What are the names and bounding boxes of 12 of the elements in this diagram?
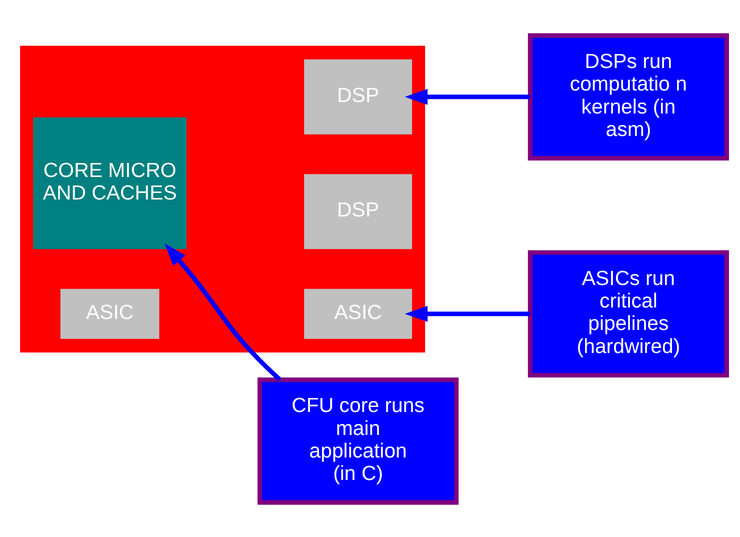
arrow (164, 242, 282, 381)
node-box: CORE MICRO AND CACHES (33, 116, 187, 249)
node-box: DSP (304, 174, 412, 249)
arrow (404, 305, 530, 322)
cluster (20, 45, 426, 352)
node-box: CFU core runs main application (in C) (258, 377, 459, 504)
arrow (404, 88, 530, 104)
node-box: ASIC (304, 288, 412, 338)
node-box: ASICs run critical pipelines (hardwired) (528, 250, 729, 377)
node-box: DSP (304, 58, 412, 134)
node-box: DSPs run computatio n kernels (in asm) (528, 32, 729, 160)
node-box: ASIC (60, 288, 160, 338)
